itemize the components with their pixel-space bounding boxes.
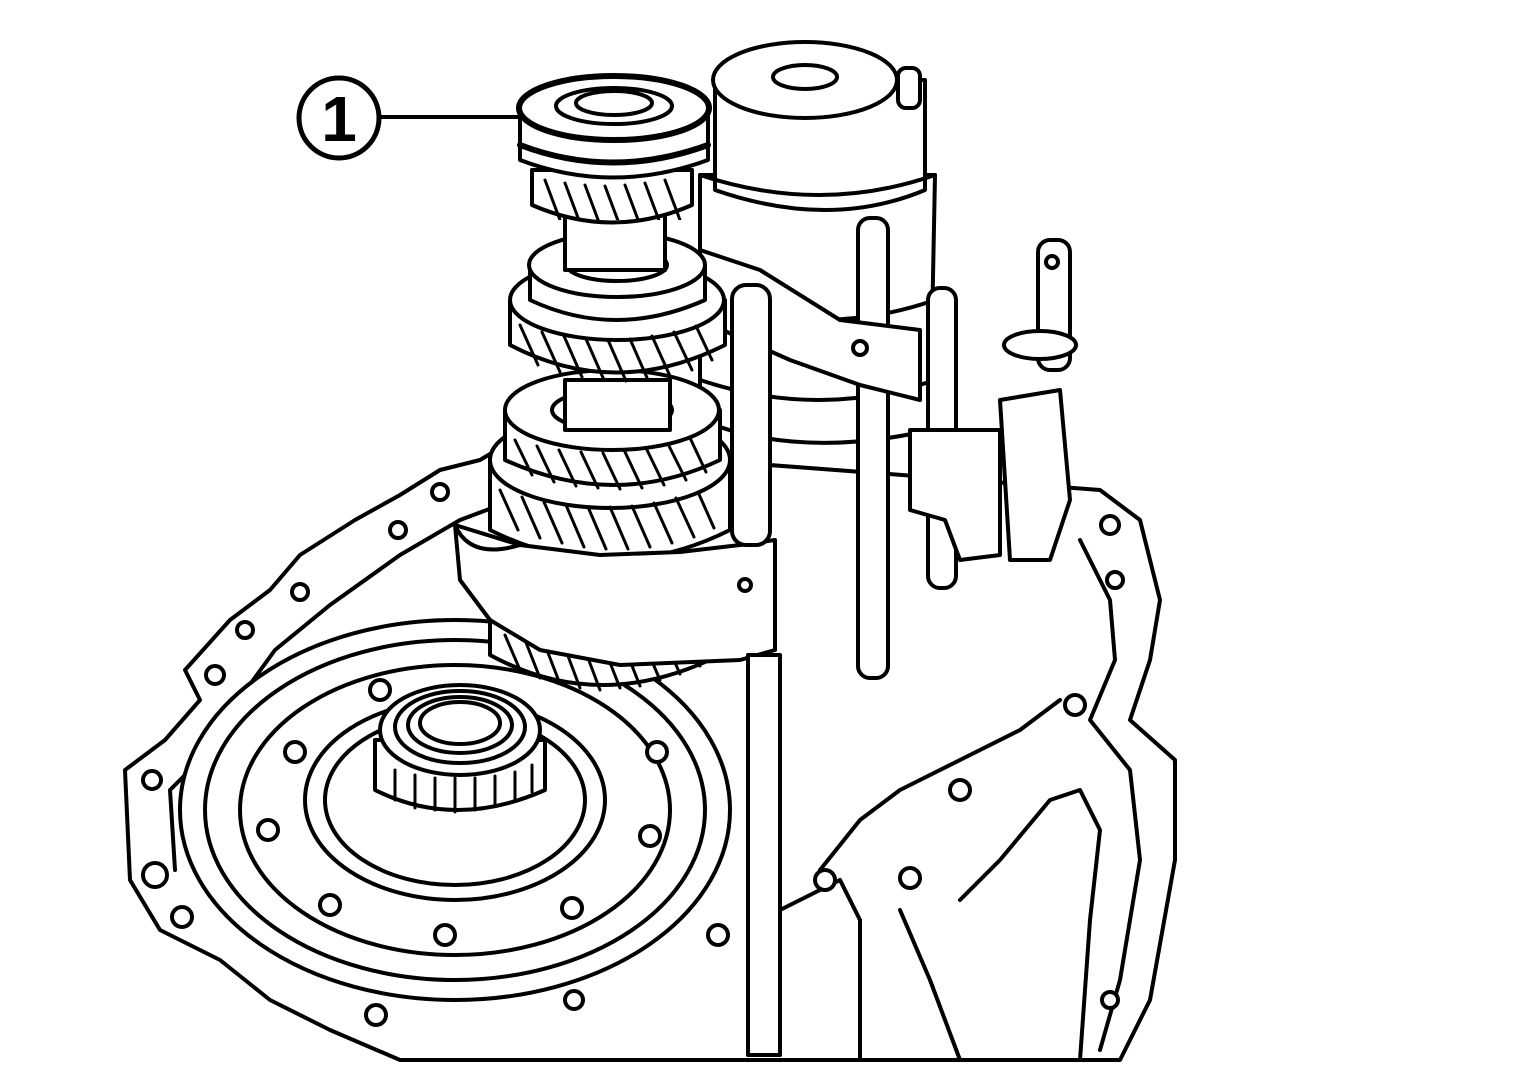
right-shift-fork xyxy=(908,428,1002,562)
fork-hole xyxy=(851,339,869,357)
bolt-hole xyxy=(898,866,922,890)
bolt-hole xyxy=(706,923,730,947)
fork-lip xyxy=(453,523,522,552)
mainshaft-top xyxy=(711,40,899,120)
bolt-hole xyxy=(813,868,837,892)
callout-number: 1 xyxy=(321,83,357,155)
input-shaft-gear-stack xyxy=(488,73,732,692)
diff-ring-3 xyxy=(238,663,672,957)
rod-collar xyxy=(1002,329,1078,361)
bearing-rollers xyxy=(393,763,534,814)
gear-teeth xyxy=(513,438,708,491)
mainshaft-hole xyxy=(771,63,839,91)
gear-top xyxy=(530,168,694,225)
diff-bolt-hole xyxy=(560,896,584,920)
gear-teeth xyxy=(518,323,714,383)
bolt-hole xyxy=(141,769,163,791)
diff-bolt-hole xyxy=(433,923,457,947)
shift-rod xyxy=(856,216,890,680)
lower-shift-fork xyxy=(453,523,777,667)
mainshaft-pin xyxy=(896,66,922,110)
bolt-hole xyxy=(170,905,194,929)
front-shift-rod-lower xyxy=(746,653,782,1057)
bolt-hole xyxy=(1100,990,1120,1010)
bearing-bore xyxy=(574,89,654,117)
shaft-segment xyxy=(563,378,672,432)
case-right-body xyxy=(958,788,1102,1062)
flange-bolt-holes xyxy=(141,482,1125,1027)
diff-bolt-hole xyxy=(368,678,392,702)
case-lower-rib xyxy=(818,698,1062,872)
bolt-hole xyxy=(1105,570,1125,590)
mainshaft-ring xyxy=(698,173,937,197)
diff-bolt-hole xyxy=(256,818,280,842)
case-lower-rib-2 xyxy=(758,878,862,1062)
case-flange-right-edge xyxy=(1078,538,1142,1052)
rod-hole xyxy=(1044,254,1060,270)
fork-hole xyxy=(737,577,753,593)
bearing-race-2 xyxy=(393,689,527,765)
shift-bracket xyxy=(998,388,1072,562)
diff-bolt-hole xyxy=(645,740,669,764)
bolt-hole xyxy=(948,778,972,802)
bearing-race-inner xyxy=(418,700,502,746)
diff-ring-2 xyxy=(203,638,707,982)
bolt-hole xyxy=(364,1003,388,1027)
input-bearing-top xyxy=(516,73,712,143)
bearing-race-3 xyxy=(406,695,514,755)
bolt-hole xyxy=(204,664,226,686)
bolt-hole xyxy=(388,520,408,540)
front-shift-rod xyxy=(730,283,772,547)
diff-bolt-hole xyxy=(283,740,307,764)
bolt-hole xyxy=(1063,693,1087,717)
callout-1: 1 xyxy=(296,75,520,161)
bolt-hole xyxy=(235,620,255,640)
gear-teeth xyxy=(498,488,716,551)
callout-circle xyxy=(296,75,382,161)
bolt-hole xyxy=(563,989,585,1011)
diff-bolt-hole xyxy=(638,824,662,848)
case-lower-right-bulge xyxy=(898,908,962,1062)
bolt-hole xyxy=(141,861,169,889)
bolt-hole xyxy=(290,582,310,602)
diff-bolt-hole xyxy=(318,893,342,917)
differential-bearing xyxy=(373,683,547,814)
bolt-hole xyxy=(430,482,450,502)
bolt-hole xyxy=(1099,514,1121,536)
bearing-band xyxy=(517,142,711,166)
bearing-inner-ring xyxy=(554,86,674,126)
gear-teeth xyxy=(543,178,682,220)
